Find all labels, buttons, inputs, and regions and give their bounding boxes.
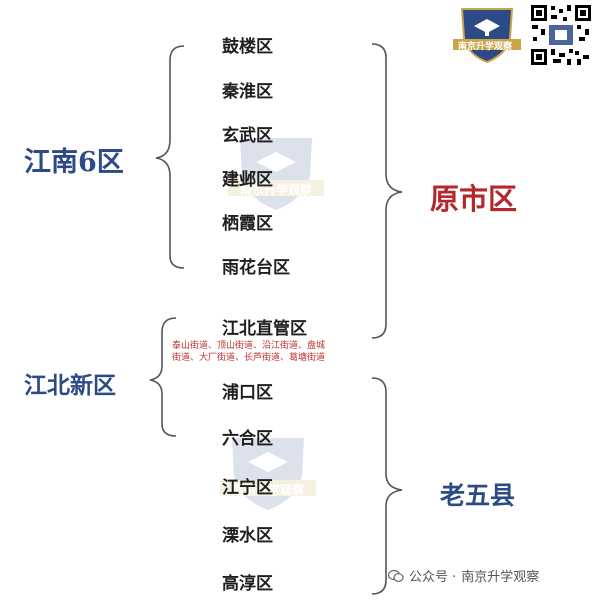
brace-laowuxian xyxy=(371,377,403,595)
group-label-jiangbei: 江北新区 xyxy=(24,372,116,399)
district-xuanwu: 玄武区 xyxy=(222,126,273,146)
group-label-laowuxian: 老五县 xyxy=(440,481,516,510)
brand-logo: 南京升学观察 xyxy=(452,6,522,64)
footer: 公众号 · 南京升学观察 xyxy=(387,566,540,585)
district-jianye: 建邺区 xyxy=(222,170,273,190)
district-qinhuai: 秦淮区 xyxy=(222,82,273,102)
footer-prefix: 公众号 · xyxy=(409,570,457,585)
streets-note: 泰山街道、顶山街道、沿江街道、盘城 街道、大厂街道、长芦街道、葛塘街道 xyxy=(172,340,372,364)
brace-jiangnan xyxy=(155,45,185,269)
district-qixia: 栖霞区 xyxy=(222,214,273,234)
district-gaochun: 高淳区 xyxy=(222,574,273,594)
watermark-top: 南京升学观察 xyxy=(226,132,326,212)
watermark-text-bottom: 南京升学观察 xyxy=(232,483,305,497)
district-jiangbei-zhiguan: 江北直管区 xyxy=(222,319,307,339)
streets-note-line-1: 泰山街道、顶山街道、沿江街道、盘城 xyxy=(172,341,326,351)
brand-logo-text: 南京升学观察 xyxy=(458,42,513,52)
district-yuhuatai: 雨花台区 xyxy=(222,258,290,278)
streets-note-line-2: 街道、大厂街道、长芦街道、葛塘街道 xyxy=(172,353,326,363)
group-label-jiangnan: 江南6区 xyxy=(24,147,124,178)
wechat-icon xyxy=(387,569,404,583)
brace-jiangbei xyxy=(149,317,177,437)
qr-code xyxy=(529,3,593,67)
district-luhe: 六合区 xyxy=(222,429,273,449)
district-lishui: 溧水区 xyxy=(222,526,273,546)
district-jiangning: 江宁区 xyxy=(222,478,273,498)
watermark-text-top: 南京升学观察 xyxy=(240,183,313,197)
brace-yuanshiqu xyxy=(371,43,403,339)
group-label-yuanshiqu: 原市区 xyxy=(430,182,518,216)
watermark-bottom: 南京升学观察 xyxy=(218,432,318,512)
district-pukou: 浦口区 xyxy=(222,383,273,403)
footer-account: 南京升学观察 xyxy=(461,570,540,585)
district-gulou: 鼓楼区 xyxy=(222,37,273,57)
